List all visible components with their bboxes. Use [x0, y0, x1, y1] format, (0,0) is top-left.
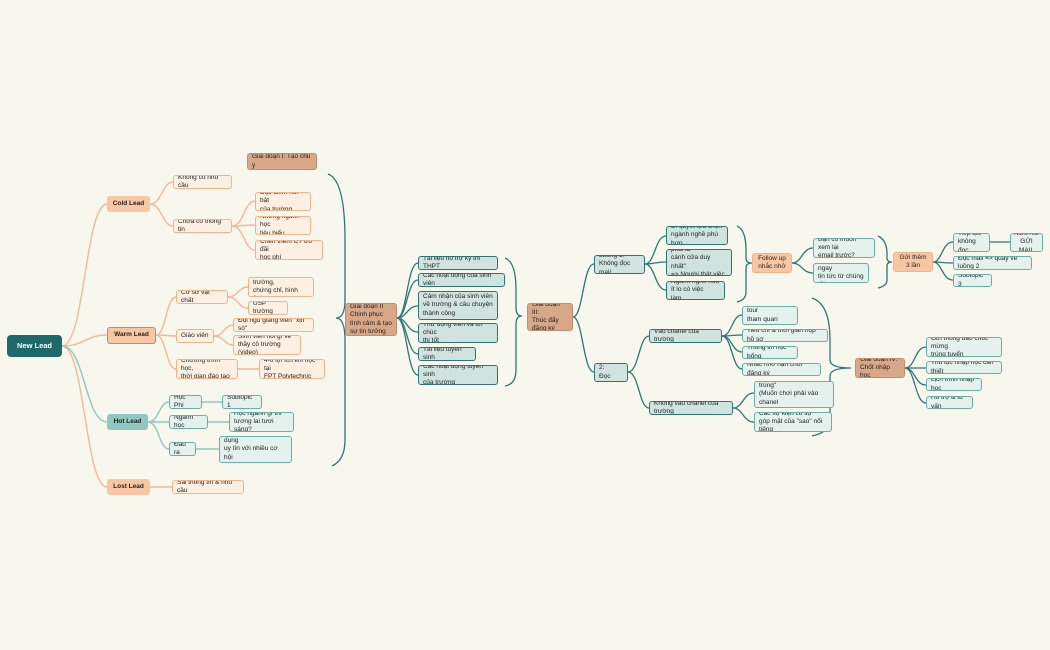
yes-item-scholarship[interactable]: Thông tin học bổng [742, 346, 798, 359]
hot-future-node[interactable]: Học ngành gì thì tương lai tươi sáng? [229, 412, 294, 432]
stage-4-item-procedures[interactable]: Thủ tục nhập học cần thiết [926, 361, 1002, 374]
warm-intro-node[interactable]: Giới thiệu về trường, chứng chỉ, hình ản… [248, 277, 314, 297]
follow-item-review-email[interactable]: Bạn có muốn xem lại email trước? [813, 238, 875, 258]
hot-partners-node[interactable]: Đối tác, nhà tuyển dụng uy tín với nhiều… [219, 436, 292, 463]
hot-major-node[interactable]: Ngành học [169, 415, 208, 429]
warm-usp-node[interactable]: USP trường [248, 301, 288, 315]
stage-4-item-schedule[interactable]: Lịch trình nhập học [926, 378, 982, 391]
flow-2-node[interactable]: Luồng 2: Đọc mail [594, 363, 628, 382]
warm-teachers-node[interactable]: Giáo viên [176, 329, 214, 343]
yes-item-tour[interactable]: Mời tham gia tour tham quan trường [742, 306, 798, 325]
cold-programs-node[interactable]: Chèn thêm CT ưu đãi học phí [255, 240, 323, 260]
flow-1-item-choose-major[interactable]: Bí quyết lựa chọn ngành nghề phù hợp [666, 226, 728, 245]
channel-no-node[interactable]: Không vào chanel của trường [649, 401, 733, 415]
yes-item-deadline[interactable]: Nhắc nhở hạn chót đăng ký [742, 363, 821, 376]
channel-yes-node[interactable]: Vào chanel của trường [649, 329, 722, 343]
lost-wrong-info-node[interactable]: Sai thông tin & nhu cầu [172, 480, 244, 494]
hot-fee-node[interactable]: Học Phí [169, 395, 202, 409]
root-node-new-lead[interactable]: New Lead [7, 335, 62, 357]
stage-4-item-congrats[interactable]: Gửi thông báo chúc mừng trúng tuyển [926, 337, 1002, 357]
hot-subtopic-node[interactable]: Subtopic 1 [222, 395, 262, 409]
stage-2-item-student-feedback[interactable]: Cảm nhận của sinh viên về trường & câu c… [418, 291, 498, 320]
warm-reasons-node[interactable]: 4-6 lợi ích khi học tại FPT Polytechnic [259, 359, 325, 379]
warm-staff-node[interactable]: Đội ngũ giảng viên "xịn sò" [233, 318, 314, 332]
stage-2-item-exam-docs[interactable]: Tài liệu hỗ trợ kỳ thi THPT [418, 256, 498, 270]
stage-2-item-encouragement[interactable]: Thư động viên và lời chúc thi tốt [418, 323, 498, 343]
warm-curriculum-node[interactable]: Chương trình học, thời gian đào tạo [176, 359, 238, 379]
flow-1-item-hot-jobs[interactable]: Ngành nghề hot, ít lo có việc làm... [666, 281, 725, 300]
hot-output-node[interactable]: Đầu ra [169, 442, 196, 456]
subtopic-3-node[interactable]: Subtopic 3 [953, 274, 992, 287]
no-item-events[interactable]: Các sự kiện có sự góp mặt của "sao" nổi … [754, 412, 832, 432]
stage-2-item-student-activities[interactable]: Các hoạt động của sinh viên [418, 273, 505, 287]
resend-node[interactable]: Gửi thêm 3 lần [893, 252, 933, 272]
warm-lead-node[interactable]: Warm Lead [107, 327, 156, 344]
cold-features-node[interactable]: Đặc điểm nổi bật của trường [255, 192, 311, 211]
stage-2-node[interactable]: Giai đoạn II Chinh phục tình cảm & tạo s… [345, 303, 397, 336]
stage-2-item-admission-activities[interactable]: Các hoạt động tuyển sinh của trường [418, 365, 498, 385]
follow-item-update-news[interactable]: Hãy cập nhật ngay tin tức từ chúng tôi [813, 263, 869, 283]
flow-1-item-not-only-university[interactable]: "Đại học không phải là cánh cửa duy nhất… [666, 249, 732, 276]
stage-4-node[interactable]: Giai đoạn IV: Chốt nhập học [855, 358, 905, 378]
cold-majors-node[interactable]: Những ngành học tiêu biểu [255, 216, 311, 235]
stage-2-item-admission-docs[interactable]: Tài liệu tuyển sinh [418, 347, 476, 361]
stop-mail-node[interactable]: NGỪNG GỬI MAIL [1010, 233, 1043, 252]
cold-no-info-node[interactable]: Chưa có thông tin [173, 219, 232, 233]
stage-3-node[interactable]: Giai đoạn III: Thúc đẩy đăng ký [527, 303, 573, 331]
lost-lead-node[interactable]: Lost Lead [107, 479, 150, 495]
cold-lead-node[interactable]: Cold Lead [107, 196, 150, 212]
flow-1-node[interactable]: Luồng 1: Không đọc mail [594, 255, 645, 274]
no-item-minigame[interactable]: Mini game "Chơi là trúng" (Muốn chơi phả… [754, 381, 834, 408]
yes-item-criteria[interactable]: Tiêu chí & thời gian nộp hồ sơ [742, 329, 828, 342]
cold-no-need-node[interactable]: Không có nhu cầu [173, 175, 232, 189]
hot-lead-node[interactable]: Hot Lead [107, 414, 148, 430]
warm-facilities-node[interactable]: Cơ sở vật chất [176, 290, 228, 304]
follow-up-node[interactable]: Follow up nhắc nhở [752, 253, 792, 273]
continue-unread-node[interactable]: Tiếp tục không đọc [953, 233, 990, 252]
warm-students-node[interactable]: Sinh viên nói gì về thầy cô trường (vide… [233, 335, 301, 355]
read-mail-back-node[interactable]: Đọc mail => quay về luồng 2 [953, 256, 1032, 270]
stage-4-item-support[interactable]: Hỗ trợ & tư vấn [926, 396, 973, 409]
stage-1-node[interactable]: Giai đoạn I: Tạo chú ý [247, 153, 317, 170]
